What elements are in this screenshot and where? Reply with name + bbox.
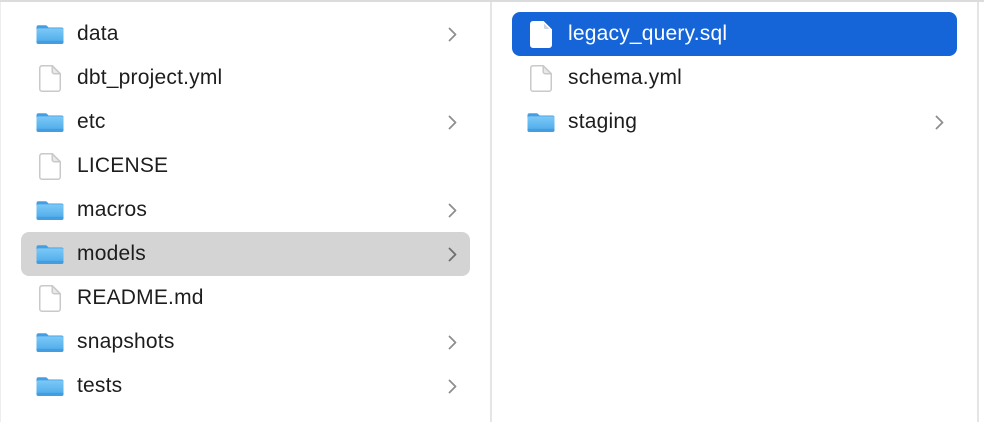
item-label: schema.yml <box>568 66 683 89</box>
item-label: staging <box>568 110 638 133</box>
chevron-right-icon <box>447 114 458 131</box>
chevron-right-icon <box>447 246 458 263</box>
item-label: macros <box>77 198 148 221</box>
column-right: legacy_query.sql schema.yml staging <box>492 2 977 422</box>
row-models[interactable]: models <box>21 232 470 276</box>
item-label: README.md <box>77 286 204 309</box>
item-label: snapshots <box>77 330 175 353</box>
item-label: LICENSE <box>77 154 169 177</box>
chevron-right-icon <box>934 114 945 131</box>
item-label: models <box>77 242 146 265</box>
row-staging[interactable]: staging <box>512 100 957 144</box>
folder-icon <box>36 375 64 398</box>
row-data[interactable]: data <box>21 12 470 56</box>
folder-icon <box>36 111 64 134</box>
toolbar-divider <box>0 0 984 2</box>
item-label: data <box>77 22 119 45</box>
column-divider-right[interactable] <box>977 2 979 422</box>
chevron-right-icon <box>447 334 458 351</box>
folder-icon <box>36 331 64 354</box>
row-macros[interactable]: macros <box>21 188 470 232</box>
chevron-right-icon <box>447 378 458 395</box>
row-snapshots[interactable]: snapshots <box>21 320 470 364</box>
row-license[interactable]: LICENSE <box>21 144 470 188</box>
folder-icon <box>36 243 64 266</box>
folder-icon <box>36 23 64 46</box>
row-etc[interactable]: etc <box>21 100 470 144</box>
document-icon <box>36 152 64 180</box>
column-divider[interactable] <box>490 2 492 422</box>
chevron-right-icon <box>447 26 458 43</box>
item-label: etc <box>77 110 106 133</box>
document-icon <box>527 20 555 48</box>
row-dbt-project-yml[interactable]: dbt_project.yml <box>21 56 470 100</box>
document-icon <box>527 64 555 92</box>
row-legacy-query-sql[interactable]: legacy_query.sql <box>512 12 957 56</box>
item-label: dbt_project.yml <box>77 66 223 89</box>
folder-icon <box>36 199 64 222</box>
window-left-edge <box>0 2 1 422</box>
item-label: legacy_query.sql <box>568 22 728 45</box>
row-readme-md[interactable]: README.md <box>21 276 470 320</box>
row-schema-yml[interactable]: schema.yml <box>512 56 957 100</box>
folder-icon <box>527 111 555 134</box>
document-icon <box>36 284 64 312</box>
row-tests[interactable]: tests <box>21 364 470 408</box>
item-label: tests <box>77 374 123 397</box>
document-icon <box>36 64 64 92</box>
chevron-right-icon <box>447 202 458 219</box>
